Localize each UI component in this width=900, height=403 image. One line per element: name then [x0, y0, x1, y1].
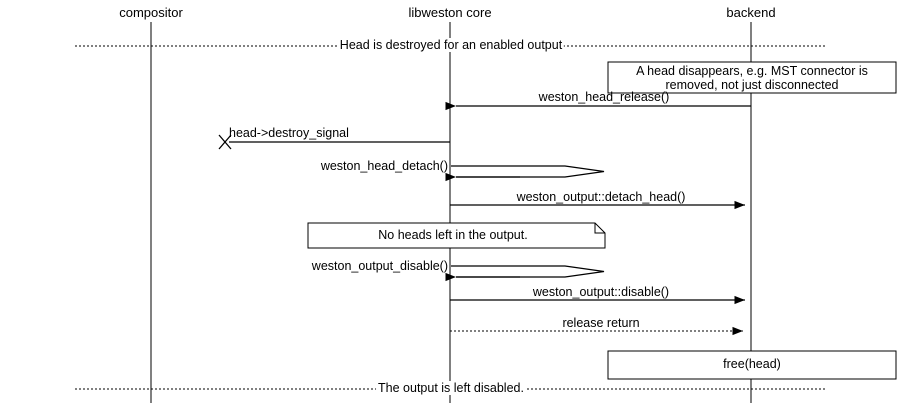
message-label-weston-head-release: weston_head_release()	[538, 90, 670, 104]
message-label-release-return: release return	[562, 316, 640, 330]
message-arrow-weston-output-disable-call	[445, 265, 605, 282]
participant-label-backend: backend	[726, 5, 776, 20]
note-head-disappears-shape	[607, 61, 897, 94]
message-label-weston-output-disable: weston_output::disable()	[532, 285, 670, 299]
note-no-heads-left-line-1: No heads left in the output.	[378, 228, 528, 242]
divider-label-head-destroyed: Head is destroyed for an enabled output	[337, 38, 565, 53]
note-no-heads-left-shape	[307, 222, 606, 249]
box-free-head-shape	[607, 350, 897, 380]
participant-label-libweston-core: libweston core	[408, 5, 492, 20]
message-label-weston-output-detach-head: weston_output::detach_head()	[516, 190, 686, 204]
divider-label-output-left-disabled: The output is left disabled.	[376, 381, 526, 396]
message-label-weston-output-disable-call: weston_output_disable()	[311, 259, 448, 273]
note-head-disappears-line-1: A head disappears, e.g. MST connector is	[636, 64, 868, 78]
message-arrow-head-destroy-signal	[218, 134, 450, 150]
participant-label-compositor: compositor	[119, 5, 183, 20]
box-free-head-label: free(head)	[723, 357, 781, 371]
note-head-disappears-line-2: removed, not just disconnected	[665, 78, 839, 92]
message-label-weston-head-detach: weston_head_detach()	[320, 159, 448, 173]
message-label-head-destroy-signal: head->destroy_signal	[229, 126, 349, 140]
message-arrow-weston-head-detach	[445, 165, 605, 182]
